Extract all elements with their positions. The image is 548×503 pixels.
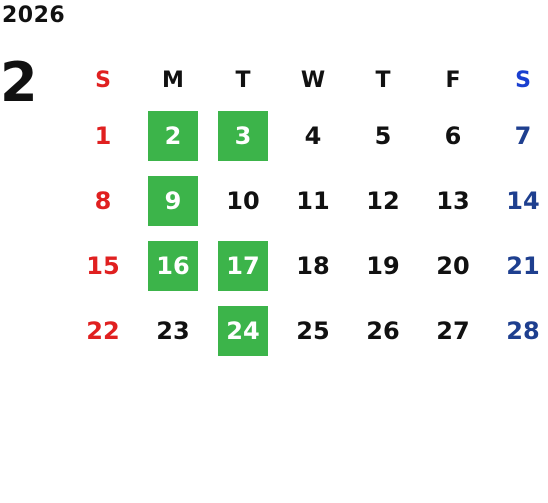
weekday-header-friday: F	[445, 68, 461, 93]
calendar-day-number: 22	[86, 316, 120, 345]
calendar-day[interactable]: 8	[68, 168, 138, 233]
calendar-day-number	[148, 371, 198, 421]
calendar-day[interactable]: 1	[68, 103, 138, 168]
calendar-day-number: 3	[218, 110, 268, 161]
calendar-day-number: 7	[514, 121, 532, 150]
calendar-day-number	[428, 371, 478, 421]
calendar-day[interactable]: 28	[488, 298, 548, 363]
calendar-day[interactable]: 16	[138, 233, 208, 298]
calendar-day-number: 18	[296, 251, 330, 280]
calendar-day-number: 12	[366, 186, 400, 215]
calendar-day-empty	[488, 363, 548, 428]
calendar-day[interactable]: 3	[208, 103, 278, 168]
calendar-day-number: 8	[94, 186, 112, 215]
calendar-day[interactable]: 13	[418, 168, 488, 233]
calendar-day[interactable]: 5	[348, 103, 418, 168]
calendar-day-number	[498, 371, 548, 421]
calendar-day[interactable]: 20	[418, 233, 488, 298]
calendar-day-empty	[68, 363, 138, 428]
calendar-day-number: 2	[148, 110, 198, 161]
calendar-day-number: 21	[506, 251, 540, 280]
calendar-day[interactable]: 7	[488, 103, 548, 168]
calendar-day-number: 10	[226, 186, 260, 215]
calendar-day-number: 24	[218, 305, 268, 356]
calendar-day-number: 9	[148, 175, 198, 226]
calendar-day[interactable]: 24	[208, 298, 278, 363]
weekday-header-saturday: S	[515, 68, 531, 93]
calendar-day-empty	[278, 363, 348, 428]
calendar-day-number: 19	[366, 251, 400, 280]
calendar-day-number: 28	[506, 316, 540, 345]
weekday-header-monday: M	[162, 68, 184, 93]
calendar-day-number: 26	[366, 316, 400, 345]
calendar-day[interactable]: 22	[68, 298, 138, 363]
calendar-day-number: 4	[304, 121, 322, 150]
calendar-day[interactable]: 9	[138, 168, 208, 233]
weekday-header-sunday: S	[95, 68, 111, 93]
calendar-day-number: 16	[148, 240, 198, 291]
calendar-day[interactable]: 10	[208, 168, 278, 233]
calendar-day[interactable]: 15	[68, 233, 138, 298]
calendar-day-number: 17	[218, 240, 268, 291]
calendar-day[interactable]: 14	[488, 168, 548, 233]
weekday-header-thursday: T	[375, 68, 391, 93]
calendar-day[interactable]: 19	[348, 233, 418, 298]
calendar-day-number: 20	[436, 251, 470, 280]
calendar-day[interactable]: 12	[348, 168, 418, 233]
calendar-day-number: 25	[296, 316, 330, 345]
calendar-day[interactable]: 27	[418, 298, 488, 363]
calendar-day-number: 13	[436, 186, 470, 215]
calendar-day-number: 14	[506, 186, 540, 215]
calendar-day[interactable]: 6	[418, 103, 488, 168]
calendar-day[interactable]: 2	[138, 103, 208, 168]
calendar-day-empty	[208, 363, 278, 428]
calendar-day-number	[358, 371, 408, 421]
calendar-day-number: 15	[86, 251, 120, 280]
calendar-day[interactable]: 25	[278, 298, 348, 363]
calendar-day[interactable]: 11	[278, 168, 348, 233]
calendar-day-number	[288, 371, 338, 421]
calendar-day-empty	[138, 363, 208, 428]
calendar-day-empty	[418, 363, 488, 428]
calendar-day-number: 11	[296, 186, 330, 215]
calendar-day-number: 23	[156, 316, 190, 345]
calendar-day-number	[218, 371, 268, 421]
calendar-day-number: 6	[444, 121, 462, 150]
calendar-day[interactable]: 21	[488, 233, 548, 298]
calendar-day[interactable]: 26	[348, 298, 418, 363]
calendar-day[interactable]: 4	[278, 103, 348, 168]
calendar-day-number: 27	[436, 316, 470, 345]
weekday-header-wednesday: W	[300, 68, 326, 93]
calendar-day-number: 1	[94, 121, 112, 150]
year-label: 2026	[2, 3, 66, 28]
calendar-day-number: 5	[374, 121, 392, 150]
month-label: 2	[0, 51, 38, 114]
calendar-day-number	[78, 371, 128, 421]
calendar-day-empty	[348, 363, 418, 428]
calendar-day[interactable]: 18	[278, 233, 348, 298]
calendar-day[interactable]: 17	[208, 233, 278, 298]
weekday-header-tuesday: T	[235, 68, 251, 93]
calendar-day[interactable]: 23	[138, 298, 208, 363]
